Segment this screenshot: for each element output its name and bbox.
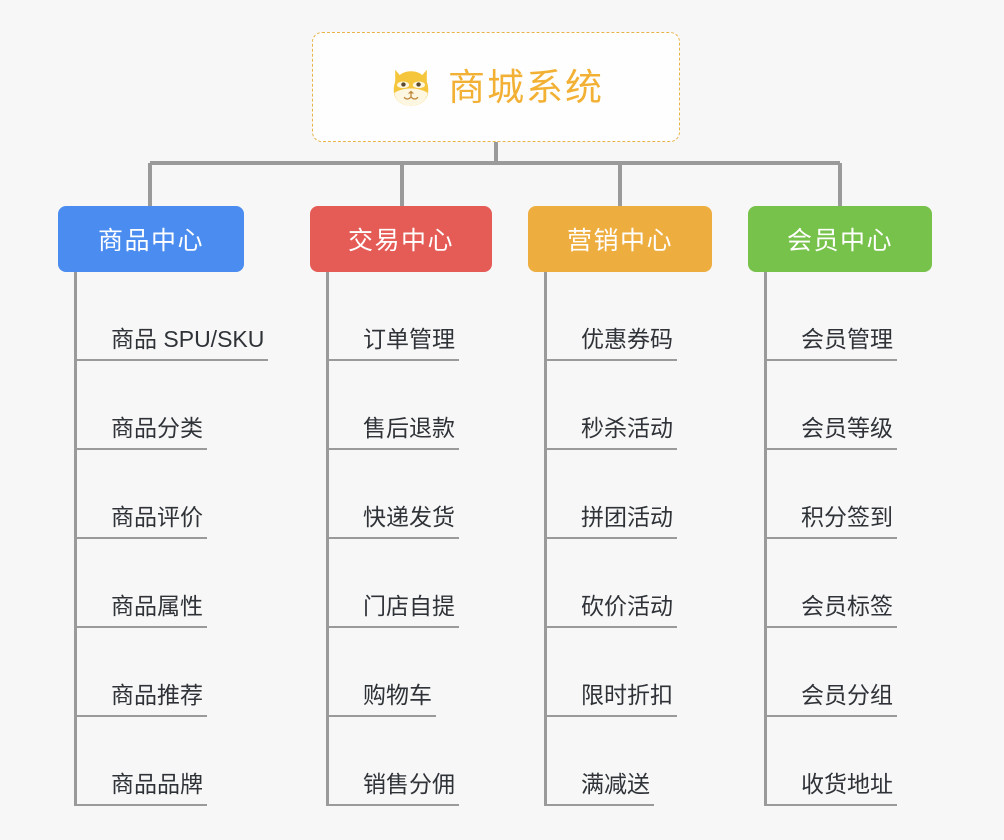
leaf-item[interactable]: 拼团活动 (547, 450, 677, 539)
leaf-label: 砍价活动 (547, 593, 677, 628)
branch-huiyuan-zhongxin: 会员中心 (748, 206, 932, 272)
leaf-label: 门店自提 (329, 593, 459, 628)
leaf-item[interactable]: 秒杀活动 (547, 361, 677, 450)
leaf-label: 会员等级 (767, 415, 897, 450)
leaf-label: 秒杀活动 (547, 415, 677, 450)
leaf-item[interactable]: 收货地址 (767, 717, 897, 806)
root-title: 商城系统 (448, 66, 604, 108)
leaf-item[interactable]: 商品评价 (77, 450, 268, 539)
branch-header[interactable]: 交易中心 (310, 206, 492, 272)
leaf-label: 满减送 (547, 771, 654, 806)
leaf-item[interactable]: 订单管理 (329, 272, 459, 361)
leaf-item[interactable]: 砍价活动 (547, 539, 677, 628)
branch-header-label: 营销中心 (566, 227, 673, 255)
leaf-label: 快递发货 (329, 504, 459, 539)
leaf-item[interactable]: 会员标签 (767, 539, 897, 628)
leaf-item[interactable]: 满减送 (547, 717, 677, 806)
leaf-label: 会员标签 (767, 593, 897, 628)
root-node[interactable]: 商城系统 (312, 32, 680, 142)
leaf-item[interactable]: 商品品牌 (77, 717, 268, 806)
leaf-label: 优惠券码 (547, 326, 677, 361)
branch-header-label: 交易中心 (347, 227, 454, 255)
shiba-dog-icon (393, 69, 429, 106)
leaf-label: 商品属性 (77, 593, 207, 628)
branch-jiaoyi-zhongxin: 交易中心 (310, 206, 492, 272)
leaf-label: 商品推荐 (77, 682, 207, 717)
leaf-label: 销售分佣 (329, 771, 459, 806)
leaf-item[interactable]: 会员等级 (767, 361, 897, 450)
branch-header[interactable]: 商品中心 (58, 206, 244, 272)
leaf-item[interactable]: 会员分组 (767, 628, 897, 717)
leaf-item[interactable]: 会员管理 (767, 272, 897, 361)
branch-header[interactable]: 营销中心 (528, 206, 712, 272)
branch-header-label: 会员中心 (786, 227, 893, 255)
leaf-label: 商品分类 (77, 415, 207, 450)
leaf-item[interactable]: 积分签到 (767, 450, 897, 539)
leaf-label: 商品品牌 (77, 771, 207, 806)
leaf-item[interactable]: 商品分类 (77, 361, 268, 450)
leaf-list-yingxiao-zhongxin: 优惠券码 秒杀活动 拼团活动 砍价活动 限时折扣 满减送 (544, 272, 677, 806)
leaf-item[interactable]: 售后退款 (329, 361, 459, 450)
branch-header-label: 商品中心 (97, 227, 204, 255)
leaf-list-jiaoyi-zhongxin: 订单管理 售后退款 快递发货 门店自提 购物车 销售分佣 (326, 272, 459, 806)
leaf-label: 积分签到 (767, 504, 897, 539)
branch-yingxiao-zhongxin: 营销中心 (528, 206, 712, 272)
leaf-label: 商品评价 (77, 504, 207, 539)
leaf-list-shangpin-zhongxin: 商品 SPU/SKU 商品分类 商品评价 商品属性 商品推荐 商品品牌 (74, 272, 269, 806)
leaf-label: 售后退款 (329, 415, 459, 450)
branch-shangpin-zhongxin: 商品中心 (58, 206, 244, 272)
leaf-item[interactable]: 销售分佣 (329, 717, 459, 806)
leaf-item[interactable]: 优惠券码 (547, 272, 677, 361)
leaf-list-huiyuan-zhongxin: 会员管理 会员等级 积分签到 会员标签 会员分组 收货地址 (764, 272, 897, 806)
leaf-label: 订单管理 (329, 326, 459, 361)
leaf-item[interactable]: 商品属性 (77, 539, 268, 628)
leaf-label: 收货地址 (767, 771, 897, 806)
leaf-item[interactable]: 商品推荐 (77, 628, 268, 717)
branch-header[interactable]: 会员中心 (748, 206, 932, 272)
leaf-label: 限时折扣 (547, 682, 677, 717)
leaf-item[interactable]: 限时折扣 (547, 628, 677, 717)
leaf-label: 会员管理 (767, 326, 897, 361)
leaf-label: 购物车 (329, 682, 436, 717)
leaf-item[interactable]: 门店自提 (329, 539, 459, 628)
leaf-item[interactable]: 购物车 (329, 628, 459, 717)
leaf-item[interactable]: 商品 SPU/SKU (77, 272, 269, 361)
leaf-item[interactable]: 快递发货 (329, 450, 459, 539)
leaf-label: 拼团活动 (547, 504, 677, 539)
leaf-label: 商品 SPU/SKU (77, 326, 269, 361)
leaf-label: 会员分组 (767, 682, 897, 717)
